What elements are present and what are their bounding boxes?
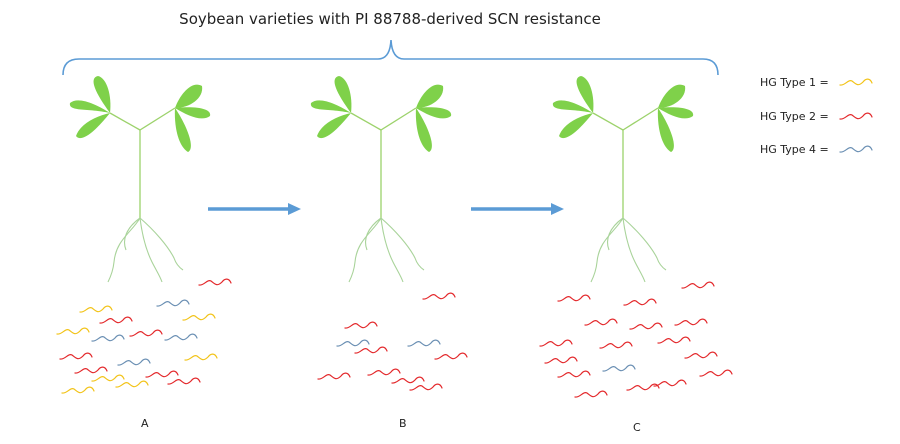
- nematode: [681, 281, 715, 289]
- legend-swatch-hg-type-2: [839, 112, 873, 120]
- nematode: [391, 376, 425, 384]
- leaf: [416, 84, 444, 108]
- leaf: [658, 107, 694, 119]
- leaf: [576, 76, 594, 113]
- leaf: [334, 76, 352, 113]
- legend-label-hg-type-1: HG Type 1 =: [760, 76, 829, 89]
- stem: [592, 107, 659, 218]
- panel-label-a: A: [141, 417, 149, 430]
- legend-swatch-hg-type-1: [839, 78, 873, 86]
- leaf: [93, 76, 111, 113]
- legend-label-hg-type-2: HG Type 2 =: [760, 110, 829, 123]
- leaf: [69, 100, 110, 113]
- nematode: [129, 329, 163, 337]
- nematodes-panel-b: [317, 292, 468, 391]
- nematode: [422, 292, 456, 300]
- nematode: [74, 366, 108, 374]
- leaf: [76, 113, 110, 139]
- arrow-a-to-b: [208, 203, 301, 215]
- nematode: [657, 336, 691, 344]
- legend-label-hg-type-4: HG Type 4 =: [760, 143, 829, 156]
- nematode: [574, 390, 608, 398]
- leaf: [175, 107, 211, 119]
- leaf: [175, 84, 203, 108]
- roots: [107, 217, 184, 283]
- nematode: [117, 358, 151, 366]
- roots: [348, 217, 425, 283]
- nematode: [184, 353, 218, 361]
- nematode: [653, 379, 687, 387]
- nematode: [699, 369, 733, 377]
- leaf: [559, 113, 593, 139]
- stem: [109, 107, 176, 218]
- nematodes-panel-c: [539, 281, 733, 398]
- nematode: [623, 298, 657, 306]
- leaf: [415, 108, 432, 152]
- leaf: [552, 100, 593, 113]
- nematode: [354, 346, 388, 354]
- nematode: [182, 313, 216, 321]
- nematode: [115, 380, 149, 388]
- nematodes-panel-a: [56, 278, 232, 394]
- nematode: [61, 386, 95, 394]
- nematode: [167, 377, 201, 385]
- nematode: [407, 339, 441, 347]
- nematode: [79, 305, 113, 313]
- nematode: [145, 370, 179, 378]
- nematode: [602, 364, 636, 372]
- arrow-b-to-c: [471, 203, 564, 215]
- nematode: [156, 299, 190, 307]
- diagram-title: Soybean varieties with PI 88788-derived …: [179, 10, 601, 28]
- nematode: [164, 333, 198, 341]
- leaf: [174, 108, 191, 152]
- nematode: [544, 356, 578, 364]
- nematode: [91, 374, 125, 382]
- nematode: [336, 339, 370, 347]
- soybean-plant-c: [552, 76, 694, 283]
- roots: [590, 217, 667, 283]
- nematode: [599, 341, 633, 349]
- nematode: [56, 327, 90, 335]
- nematode: [629, 322, 663, 330]
- leaf: [310, 100, 351, 113]
- soybean-plant-b: [310, 76, 452, 283]
- nematode: [99, 316, 133, 324]
- nematode: [317, 372, 351, 380]
- nematode: [59, 352, 93, 360]
- panel-label-c: C: [633, 421, 641, 434]
- stem: [350, 107, 417, 218]
- nematode: [584, 318, 618, 326]
- nematode: [367, 368, 401, 376]
- nematode: [434, 352, 468, 360]
- panel-label-b: B: [399, 417, 407, 430]
- leaf: [317, 113, 351, 139]
- nematode: [198, 278, 232, 286]
- nematode: [684, 351, 718, 359]
- nematode: [674, 318, 708, 326]
- nematode: [344, 321, 378, 329]
- leaf: [657, 108, 674, 152]
- nematode: [557, 370, 591, 378]
- nematode: [409, 383, 443, 391]
- nematode: [91, 334, 125, 342]
- leaf: [658, 84, 686, 108]
- nematode: [539, 339, 573, 347]
- group-bracket: [62, 39, 719, 76]
- legend-swatch-hg-type-4: [839, 145, 873, 153]
- nematode: [557, 294, 591, 302]
- leaf: [416, 107, 452, 119]
- soybean-plant-a: [69, 76, 211, 283]
- nematode: [626, 383, 660, 391]
